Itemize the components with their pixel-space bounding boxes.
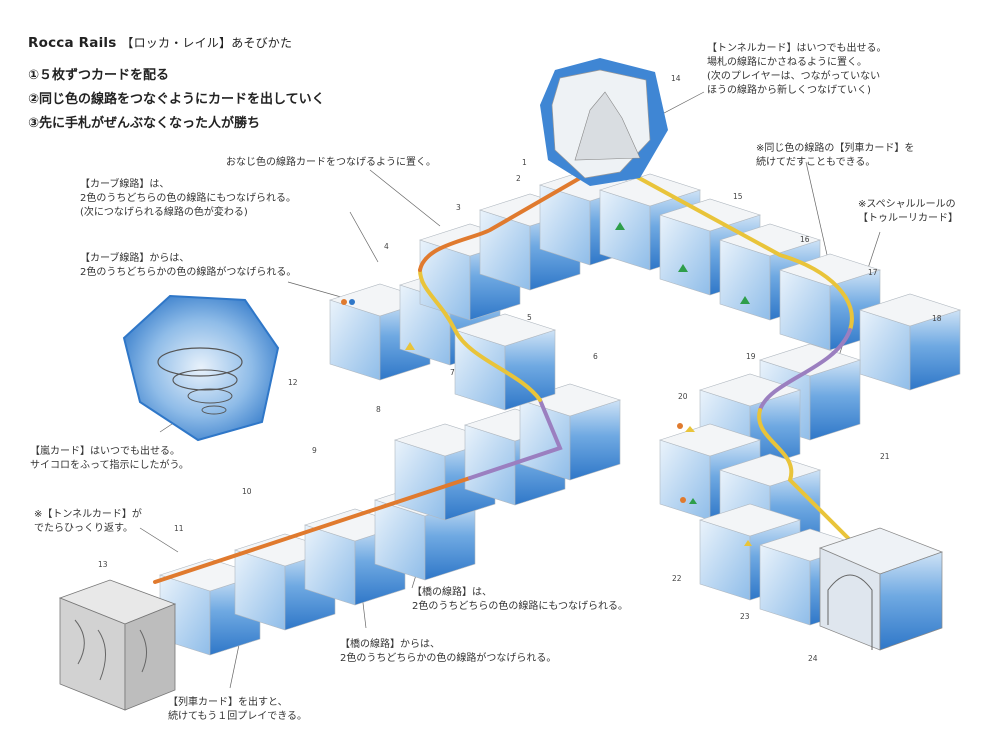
title-en: Rocca Rails [28, 35, 117, 51]
card-number-10: 10 [242, 487, 252, 496]
card-number-23: 23 [740, 612, 750, 621]
card-number-22: 22 [672, 574, 682, 583]
rule-3: ③先に手札がぜんぶなくなった人が勝ち [28, 116, 261, 131]
page-title: Rocca Rails 【ロッカ・レイル】あそびかた [28, 34, 292, 51]
card-number-2: 2 [516, 174, 521, 183]
card-number-6: 6 [593, 352, 598, 361]
rail-orange-segment [153, 476, 472, 584]
note-tunnel-card: 【トンネルカード】はいつでも出せる。 場札の線路にかさねるように置く。 (次のプ… [707, 43, 887, 96]
card-number-11: 11 [174, 524, 184, 533]
card-number-20: 20 [678, 392, 688, 401]
note-curve-from: 【カーブ線路】からは、 2色のうちどちらかの色の線路がつなげられる。 [80, 253, 297, 278]
note-tunnel-flip: ※【トンネルカード】が でたらひっくり返す。 [34, 509, 142, 534]
rail-yellow-lower [757, 408, 882, 572]
rail-yellow-right [626, 170, 854, 332]
card-number-15: 15 [733, 192, 743, 201]
card-number-12: 12 [288, 378, 298, 387]
mountain-tunnel-card [540, 58, 668, 186]
track-cube-18 [859, 293, 961, 391]
storm-card [122, 294, 280, 442]
note-storm-card: 【嵐カード】はいつでも出せる。 サイコロをふって指示にしたがう。 [30, 446, 189, 471]
rail-purple-right [758, 328, 852, 412]
card-number-9: 9 [312, 446, 317, 455]
rails [153, 170, 882, 584]
note-curve-to: 【カーブ線路】は、 2色のうちどちらの色の線路にもつなげられる。 (次につなげら… [80, 179, 296, 218]
card-number-19: 19 [746, 352, 756, 361]
title-jp: 【ロッカ・レイル】あそびかた [121, 36, 293, 50]
note-bridge-to: 【橋の線路】は、 2色のうちどちらの色の線路にもつなげられる。 [412, 587, 628, 612]
card-number-1: 1 [522, 158, 527, 167]
bridge-arch-cube [819, 527, 944, 651]
tunnel-flip-cube [58, 579, 177, 711]
rail-yellow-curve [418, 268, 542, 402]
note-train-same-color: ※同じ色の線路の【列車カード】を 続けてだすこともできる。 [756, 143, 915, 168]
card-number-5: 5 [527, 313, 532, 322]
card-number-16: 16 [800, 235, 810, 244]
rule-2: ②同じ色の線路をつなぐようにカードを出していく [28, 92, 325, 107]
note-same-color: おなじ色の線路カードをつなげるように置く。 [226, 157, 436, 168]
track-cube-10 [454, 313, 556, 411]
card-number-18: 18 [932, 314, 942, 323]
card-number-8: 8 [376, 405, 381, 414]
card-number-4: 4 [384, 242, 389, 251]
note-train-card: 【列車カード】を出すと、 続けてもう１回プレイできる。 [168, 697, 307, 722]
card-number-17: 17 [868, 268, 878, 277]
note-special-rule: ※スペシャルルールの 【トゥルーリカード】 [858, 199, 958, 224]
track-cubes [159, 168, 961, 656]
card-number-21: 21 [880, 452, 890, 461]
card-number-14: 14 [671, 74, 681, 83]
rail-orange-upper [418, 176, 582, 272]
rule-1: ①５枚ずつカードを配る [28, 68, 170, 83]
note-bridge-from: 【橋の線路】からは、 2色のうちどちらかの色の線路がつなげられる。 [340, 639, 557, 664]
card-number-13: 13 [98, 560, 108, 569]
rail-purple-segment [468, 398, 563, 480]
card-number-3: 3 [456, 203, 461, 212]
card-number-7: 7 [450, 368, 455, 377]
card-number-24: 24 [808, 654, 818, 663]
track-markers [341, 222, 752, 546]
